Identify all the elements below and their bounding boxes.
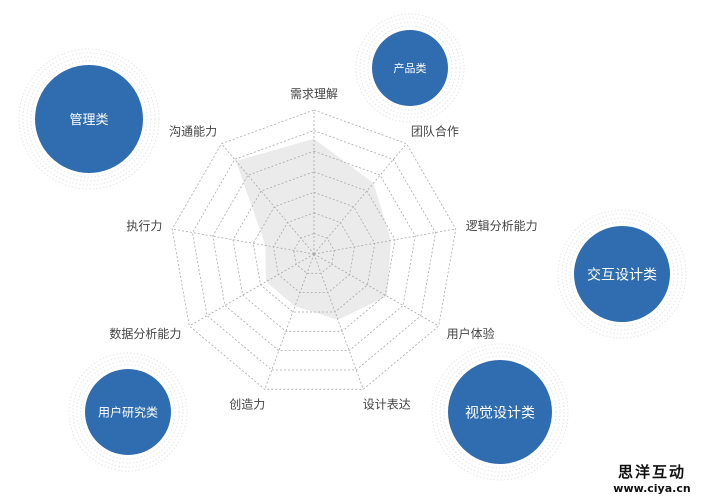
axis-label: 逻辑分析能力 [466,219,538,233]
axis-label: 沟通能力 [169,124,217,138]
bubble-ring [431,343,569,481]
grid-ring [192,130,436,371]
bubble-circle [85,369,171,455]
bubble-ring [30,60,148,178]
bubble-ring [80,364,176,460]
axis-label: 数据分析能力 [109,326,181,341]
bubble-label: 产品类 [394,61,427,75]
bubble-circle [372,30,448,106]
bubble-circle [448,360,552,464]
watermark-url: www.ciya.cn [613,482,690,495]
bubble-ring [76,360,180,464]
bubble-ring [557,209,687,339]
bubble-ring [355,13,465,123]
bubble-ring [72,356,184,468]
bubble-ring [439,351,561,473]
grid-axis [189,253,315,327]
grid-axis [221,143,315,255]
bubble-ring [68,352,188,472]
grid-axis [264,253,315,390]
bubble-label: 视觉设计类 [465,405,535,421]
grid-axis [313,143,407,255]
category-bubble: 管理类 [18,48,160,190]
axis-label: 用户体验 [447,326,495,341]
grid-ring [293,233,335,274]
bubble-ring [561,213,683,335]
bubble-ring [363,21,457,115]
bubble-ring [435,347,565,477]
axis-label: 设计表达 [363,397,411,411]
bubble-label: 用户研究类 [98,405,158,420]
bubble-label: 管理类 [69,113,108,128]
axis-label: 团队合作 [411,123,459,138]
grid-ring [212,150,416,352]
category-bubble: 产品类 [355,13,465,123]
axis-label: 执行力 [126,219,162,233]
bubble-ring [26,56,152,182]
grid-axis [172,228,315,255]
bubble-ring [443,355,557,469]
bubble-label: 交互设计类 [587,266,657,283]
axis-label: 创造力 [229,397,265,411]
bubble-circle [574,226,670,322]
data-area [235,138,391,320]
grid-ring [252,191,376,313]
grid-axis [313,253,364,390]
grid-axis [313,228,456,255]
bubble-ring [565,217,679,331]
category-bubble: 用户研究类 [68,352,188,472]
grid-ring [232,171,396,332]
bubble-circle [35,65,143,173]
bubble-ring [569,221,675,327]
watermark-name: 思洋互动 [618,463,686,481]
bubble-ring [22,52,156,186]
bubble-ring [18,48,160,190]
category-bubble: 交互设计类 [557,209,687,339]
grid-axis [313,253,439,327]
bubble-ring [367,25,453,111]
category-bubble: 视觉设计类 [431,343,569,481]
axis-label: 需求理解 [290,87,338,101]
watermark: 思洋互动 www.ciya.cn [613,463,690,495]
bubble-ring [359,17,461,119]
